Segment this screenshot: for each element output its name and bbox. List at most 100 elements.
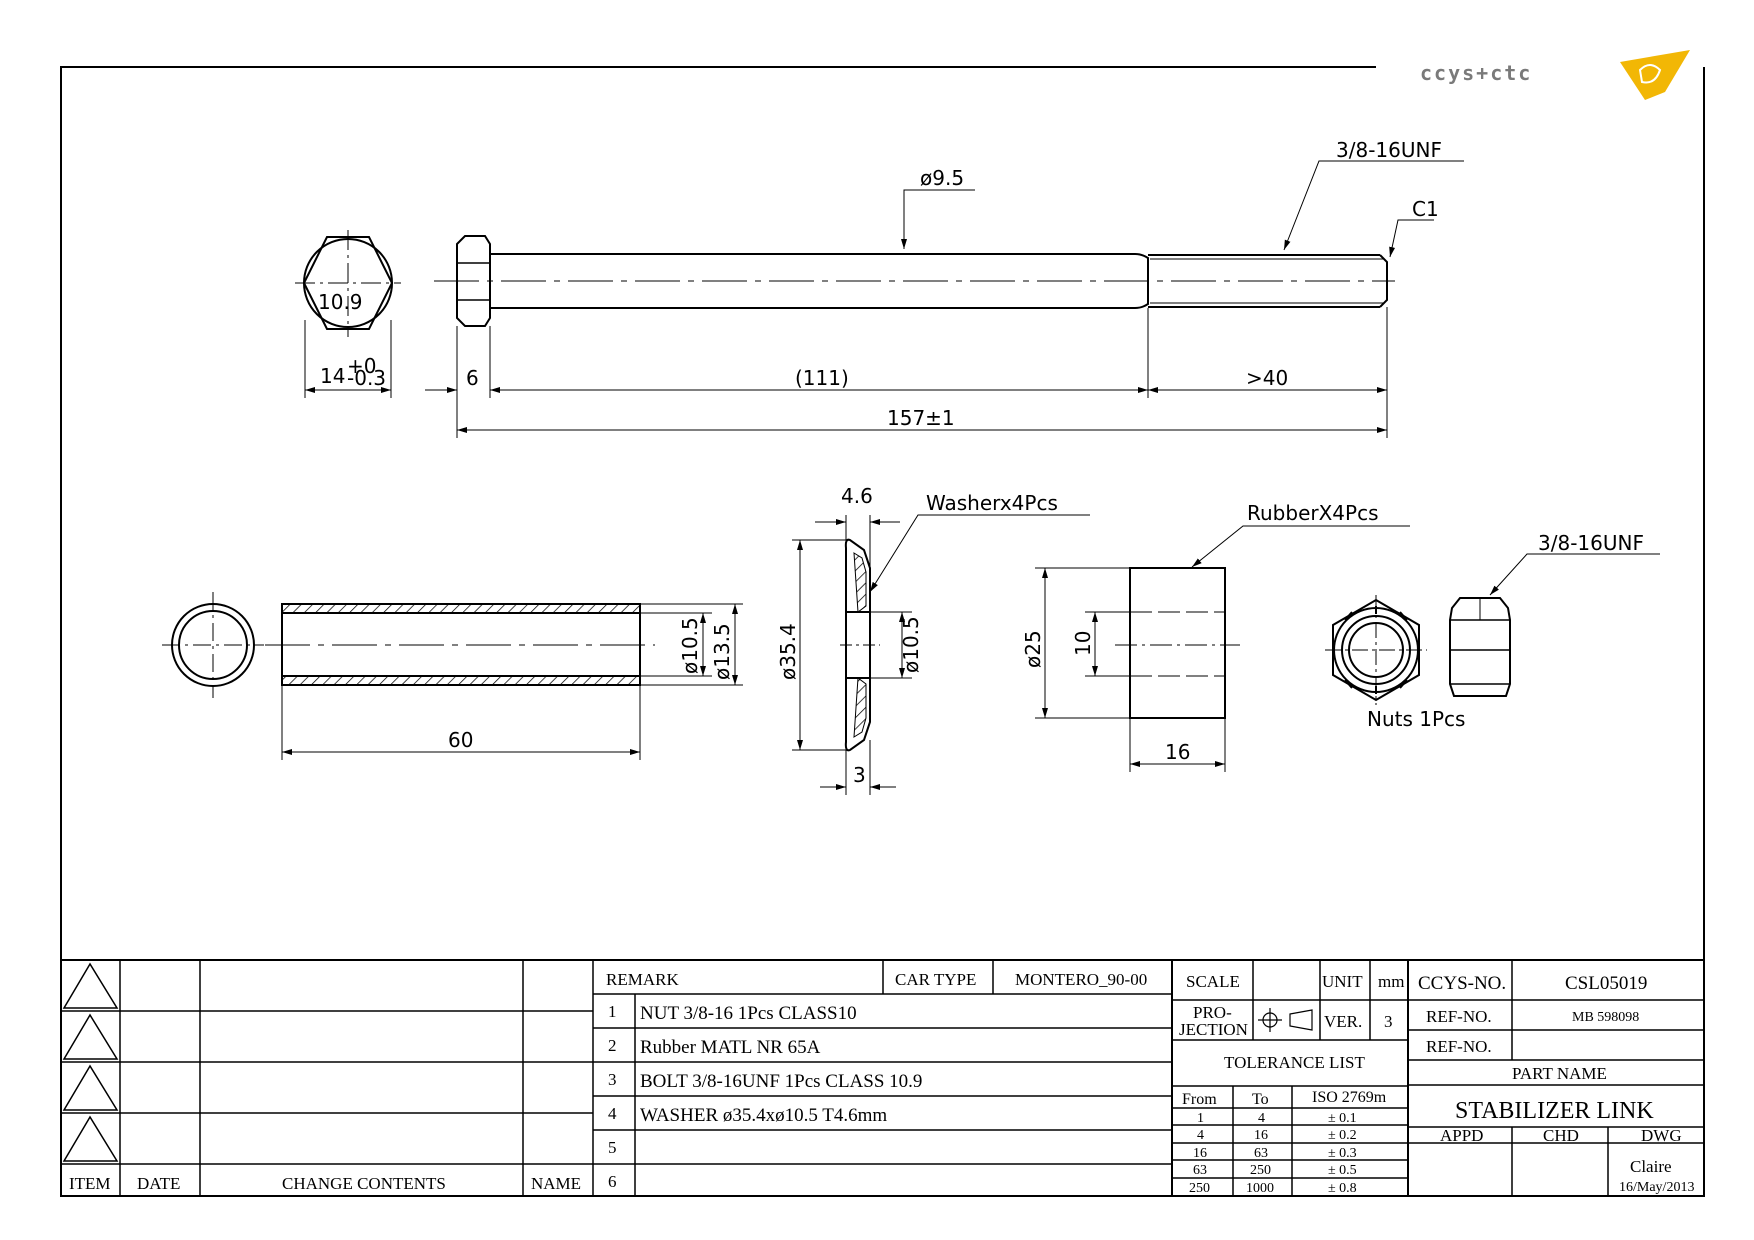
scale-label: SCALE (1186, 972, 1240, 991)
washer-base: 3 (853, 763, 866, 787)
logo-emblem-icon (1620, 50, 1690, 100)
tol-from: 4 (1197, 1128, 1204, 1143)
tol-from: 16 (1193, 1146, 1207, 1161)
unit-label: UNIT (1322, 972, 1363, 991)
rubber-outer-dia: ø25 (1021, 630, 1045, 668)
bom-table: 1 NUT 3/8-16 1Pcs CLASS10 2 Rubber MATL … (608, 1002, 922, 1191)
tol-to: 1000 (1246, 1181, 1274, 1196)
tol-to: 63 (1254, 1146, 1268, 1161)
shank-length-dim: (111) (795, 366, 849, 390)
bolt-side-view (434, 235, 1395, 327)
svg-text:+0: +0 (347, 354, 376, 378)
head-height-dim: 6 (466, 366, 479, 390)
washer-inner-dia: ø10.5 (899, 616, 923, 673)
bom-text: Rubber MATL NR 65A (640, 1037, 821, 1058)
tol-value: ± 0.2 (1328, 1128, 1357, 1143)
tol-from: 63 (1193, 1163, 1207, 1178)
bom-no: 6 (608, 1172, 617, 1191)
projection-label: PRO- (1193, 1003, 1232, 1022)
rubber-length: 16 (1165, 740, 1190, 764)
company-logo: ccys+ctc (1420, 50, 1690, 100)
dwg-label: DWG (1641, 1126, 1682, 1145)
tol-from: 250 (1189, 1181, 1210, 1196)
projection-symbol-icon (1258, 1008, 1313, 1032)
ver-value: 3 (1384, 1012, 1393, 1031)
svg-text:To: To (1252, 1091, 1269, 1108)
nut-side-view (1449, 553, 1660, 697)
bolt-end-view (295, 230, 401, 398)
chd-label: CHD (1543, 1126, 1579, 1145)
chamfer-label: C1 (1412, 197, 1439, 221)
tol-value: ± 0.1 (1328, 1111, 1357, 1126)
bom-no: 4 (608, 1104, 617, 1123)
ref-no2-label: REF-NO. (1426, 1037, 1492, 1056)
appd-label: APPD (1440, 1126, 1483, 1145)
tol-to: 250 (1250, 1163, 1271, 1178)
sleeve-inner-dia: ø10.5 (678, 617, 702, 674)
nut-label: Nuts 1Pcs (1367, 707, 1465, 731)
bom-text: NUT 3/8-16 1Pcs CLASS10 (640, 1003, 857, 1024)
svg-text:ccys+ctc: ccys+ctc (1420, 61, 1532, 85)
svg-text:ITEM: ITEM (69, 1174, 111, 1193)
tol-value: ± 0.5 (1328, 1163, 1357, 1178)
svg-text:-0.3: -0.3 (347, 366, 386, 390)
part-name-label: PART NAME (1512, 1064, 1607, 1083)
sleeve-length: 60 (448, 728, 473, 752)
washer-thickness: 4.6 (841, 484, 873, 508)
svg-text:DATE: DATE (137, 1174, 180, 1193)
bom-text: BOLT 3/8-16UNF 1Pcs CLASS 10.9 (640, 1071, 922, 1092)
tol-value: ± 0.3 (1328, 1146, 1357, 1161)
car-type-label: CAR TYPE (895, 970, 976, 989)
tol-to: 4 (1258, 1111, 1265, 1126)
bom-no: 1 (608, 1002, 617, 1021)
car-type-value: MONTERO_90-00 (1015, 970, 1147, 989)
svg-text:From: From (1182, 1091, 1217, 1108)
rubber-dimensions (1035, 525, 1410, 772)
tol-value: ± 0.8 (1328, 1181, 1357, 1196)
title-block-lines (61, 959, 1704, 1196)
overall-length-dim: 157±1 (887, 406, 955, 430)
bom-text: WASHER ø35.4xø10.5 T4.6mm (640, 1105, 887, 1126)
svg-text:NAME: NAME (531, 1174, 581, 1193)
thread-length-dim: >40 (1246, 366, 1288, 390)
svg-text:CHANGE CONTENTS: CHANGE CONTENTS (282, 1174, 446, 1193)
bom-no: 5 (608, 1138, 617, 1157)
rubber-label: RubberX4Pcs (1247, 501, 1379, 525)
change-history-headers: ITEM DATE CHANGE CONTENTS NAME (69, 1174, 581, 1193)
nut-thread-label: 3/8-16UNF (1538, 531, 1644, 555)
shank-diameter-label: ø9.5 (920, 166, 964, 190)
bolt-dimensions (425, 160, 1464, 438)
ref-no-value: MB 598098 (1572, 1010, 1639, 1025)
bolt-thread-label: 3/8-16UNF (1336, 138, 1442, 162)
ref-no-label: REF-NO. (1426, 1007, 1492, 1026)
tolerance-table: From To ISO 2769m 1 4 ± 0.1 4 16 ± 0.2 1… (1182, 1089, 1387, 1196)
ccys-no-label: CCYS-NO. (1418, 973, 1506, 994)
ccys-no-value: CSL05019 (1565, 973, 1647, 994)
washer-label: Washerx4Pcs (926, 491, 1058, 515)
sleeve-dimensions (281, 603, 743, 760)
bom-no: 2 (608, 1036, 617, 1055)
tolerance-title: TOLERANCE LIST (1224, 1053, 1365, 1072)
washer-section-view (840, 538, 880, 752)
sleeve-end-view (162, 592, 264, 698)
washer-dimensions (792, 514, 1090, 795)
remark-label: REMARK (606, 970, 679, 989)
tol-to: 16 (1254, 1128, 1268, 1143)
part-name: STABILIZER LINK (1455, 1098, 1654, 1124)
drawing-date: 16/May/2013 (1619, 1180, 1694, 1195)
bom-no: 3 (608, 1070, 617, 1089)
rubber-side-view (1115, 567, 1240, 719)
projection-label: JECTION (1179, 1020, 1248, 1039)
svg-text:ISO 2769m: ISO 2769m (1312, 1089, 1387, 1106)
nut-top-view (1325, 595, 1427, 705)
sleeve-outer-dia: ø13.5 (710, 623, 734, 680)
tol-from: 1 (1197, 1111, 1204, 1126)
drawn-by: Claire (1630, 1157, 1672, 1176)
sleeve-section-view (265, 603, 655, 686)
drawing-border (60, 66, 1705, 1197)
washer-outer-dia: ø35.4 (776, 623, 800, 680)
ver-label: VER. (1324, 1012, 1362, 1031)
across-flats-dim: 14 (320, 364, 345, 388)
revision-triangles (62, 962, 119, 1162)
